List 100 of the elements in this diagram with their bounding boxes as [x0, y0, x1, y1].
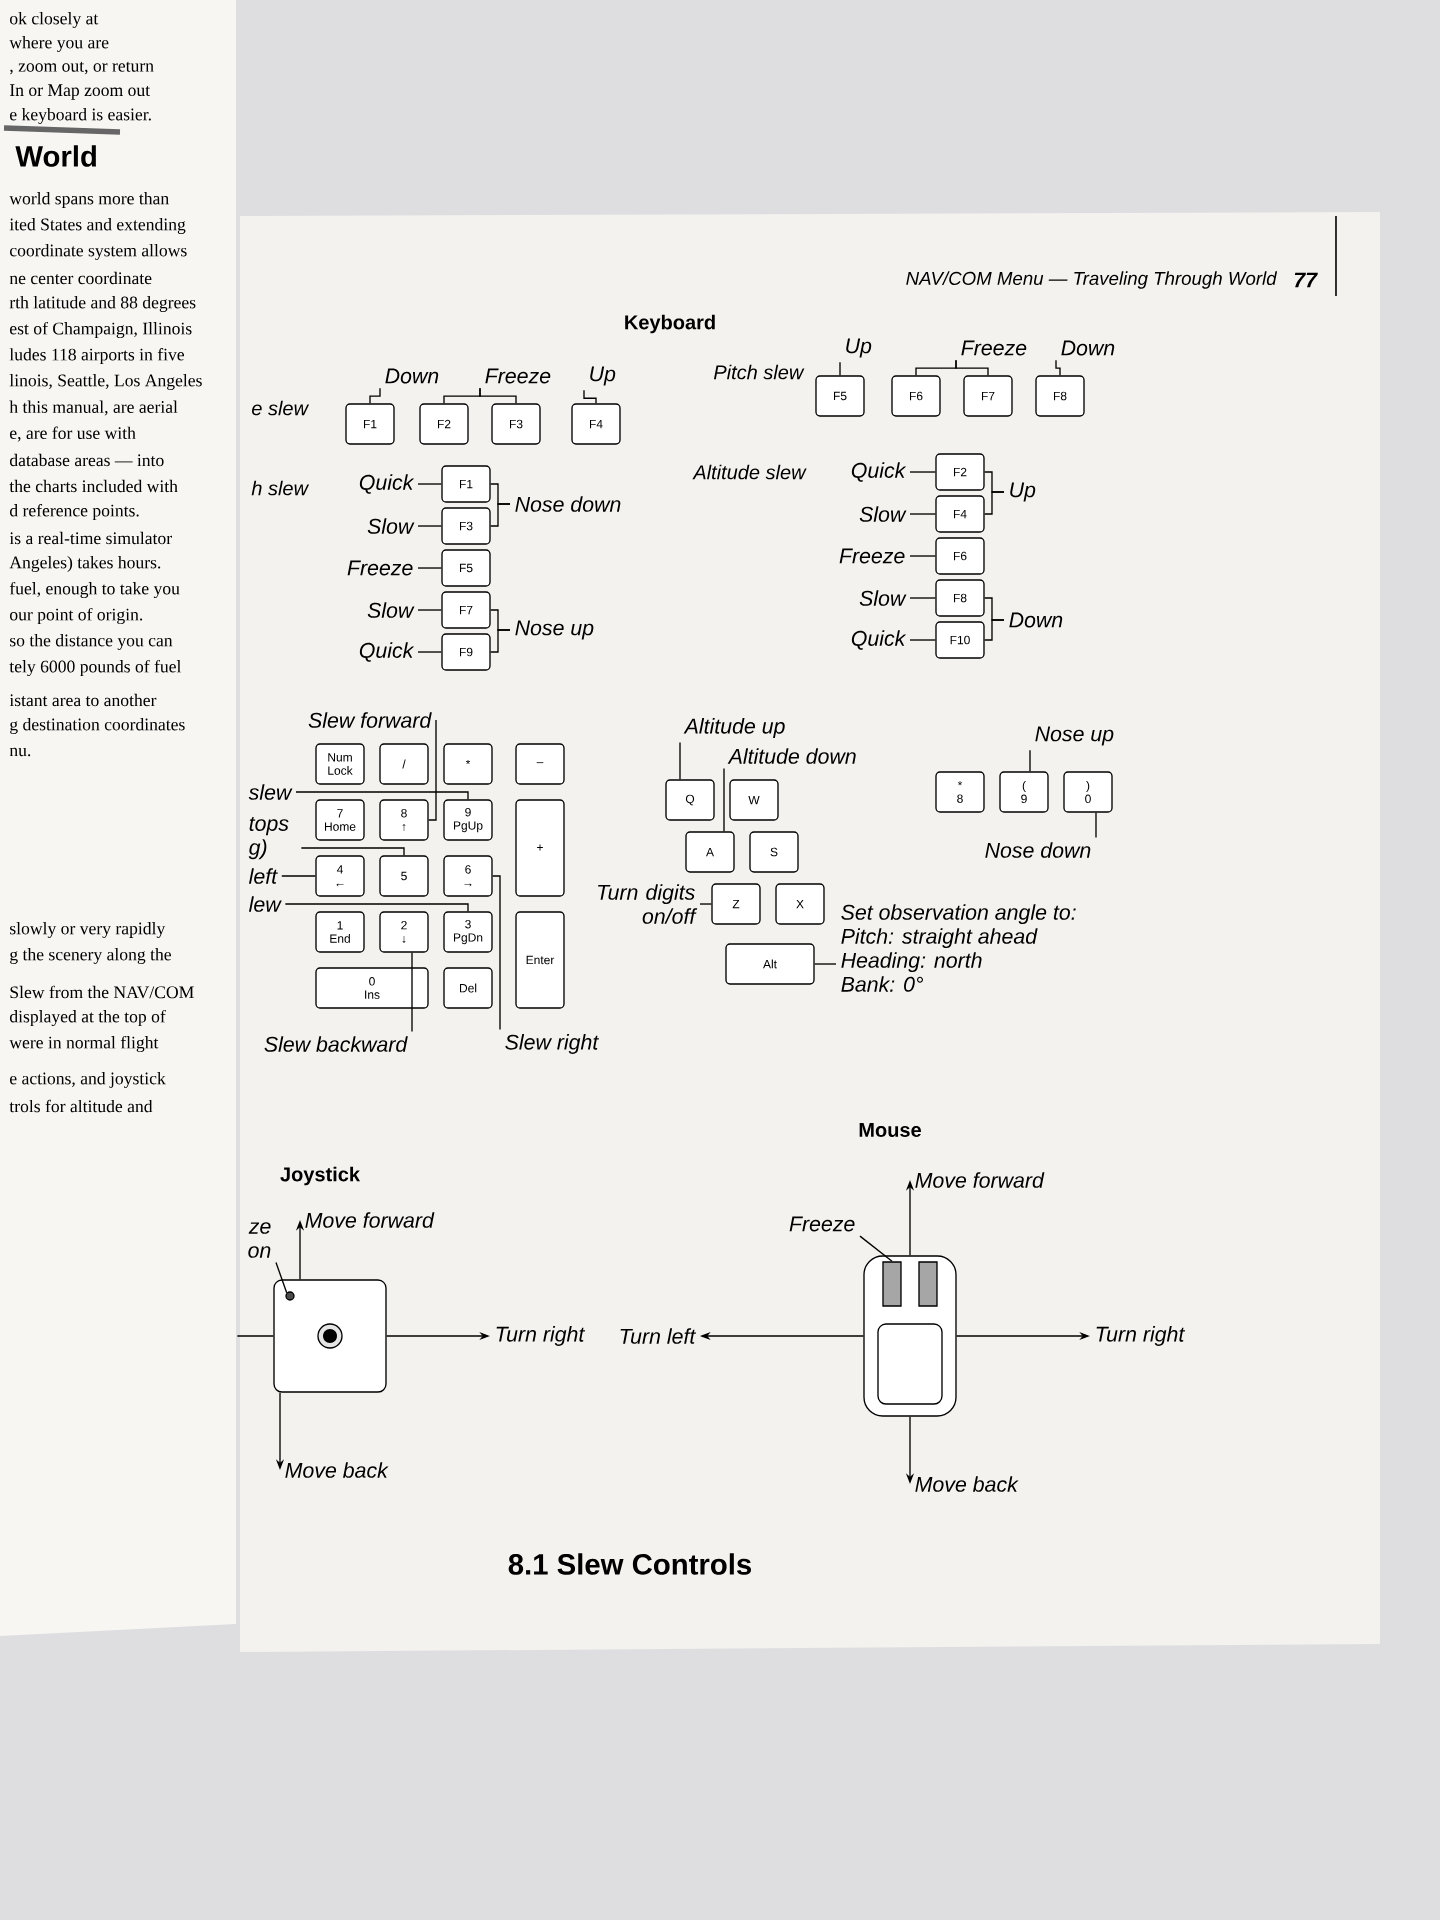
mouse-drawing [863, 1255, 957, 1417]
page-text: ne center coordinate [9, 271, 152, 285]
key-label: Altitude up [683, 718, 785, 738]
key-label: Set observation angle to: Pitch: straight ahead Heading: north Bank: 0° [841, 904, 1076, 992]
leader-line [955, 359, 989, 376]
leader-line [1055, 359, 1061, 376]
key-label: Move forward [305, 1212, 435, 1228]
page-text: e, are for use with [10, 426, 136, 442]
leader-line [236, 1335, 274, 1337]
page-text: e keyboard is easier. [10, 108, 151, 125]
key-label: Turn right [1096, 1326, 1186, 1346]
key-label: Slow [859, 590, 907, 606]
leader-line [490, 629, 511, 653]
leader-line [839, 361, 841, 376]
key-label: Quick [359, 642, 415, 662]
page-text: fuel, enough to take you [9, 581, 180, 599]
joystick-drawing [273, 1279, 387, 1393]
key-label: Turn digits on/off [598, 884, 698, 924]
group-label: e slew [252, 400, 310, 416]
key-label: Freeze [961, 340, 1027, 356]
key-label: Turn left [620, 1328, 697, 1344]
page-text: where you are [9, 36, 109, 53]
page-text: rth latitude and 88 degrees [9, 296, 196, 313]
page-text: g destination coordinates [10, 718, 185, 735]
key-label: Down [1009, 612, 1063, 628]
leader-line [411, 952, 413, 1033]
key-label: Freeze [347, 560, 413, 576]
page-text: nu. [9, 747, 31, 757]
key-label: Freeze [789, 1216, 855, 1232]
key-label: Nose up [515, 620, 594, 640]
key-label: Altitude down [727, 748, 856, 764]
leader-line [428, 719, 437, 821]
leader-line [417, 525, 442, 527]
page-text: est of Champaign, Illinois [10, 321, 192, 339]
page-text: ludes 118 airports in five [9, 347, 184, 365]
key-label: Slew right [505, 1034, 599, 1054]
leader-line [909, 513, 936, 515]
leader-line [369, 387, 381, 404]
key-label: Slew backward [264, 1036, 408, 1052]
page-text: g the scenery along the [10, 948, 171, 965]
leader-line [723, 767, 725, 832]
key-label: slew [248, 784, 293, 800]
page-text: Angeles) takes hours. [9, 556, 161, 573]
leader-line [295, 791, 469, 800]
page-text: d reference points. [9, 503, 139, 521]
leader-line [699, 903, 712, 905]
leader-line [814, 963, 837, 965]
page-text: the charts included with [9, 479, 178, 493]
leader-line [1029, 749, 1031, 772]
key-label: Move forward [915, 1172, 1045, 1188]
page-text: e actions, and joystick [10, 1072, 166, 1089]
leader-line [583, 389, 597, 404]
page-text: ited States and extending [9, 218, 186, 235]
page-text: trols for altitude and [9, 1099, 153, 1113]
page-text: is a real-time simulator [9, 531, 172, 545]
page-text: coordinate system allows [10, 244, 187, 261]
page-text: linois, Seattle, Los Angeles [9, 374, 202, 391]
key-label: lew [249, 896, 282, 912]
leader-line [275, 1261, 288, 1294]
key-label: tops g) [248, 816, 289, 860]
page-text: were in normal flight [9, 1035, 159, 1053]
leader-line [909, 471, 936, 473]
key-label: Slew forward [308, 712, 432, 728]
leader-line [984, 491, 1005, 515]
leader-line [417, 567, 442, 569]
page-text: tely 6000 pounds of fuel [9, 659, 182, 677]
key-label: Quick [359, 474, 415, 494]
page-text: , zoom out, or return [10, 61, 154, 75]
leader-line [417, 651, 442, 653]
group-label: Pitch slew [713, 364, 805, 380]
key-label: Slow [859, 506, 907, 522]
page-text: displayed at the top of [9, 1009, 166, 1027]
mouse-button [882, 1261, 902, 1307]
panel-heading: Mouse [859, 1123, 921, 1137]
running-header: NAV/COM Menu — Traveling Through World [906, 271, 1278, 289]
key-label: Up [846, 338, 872, 358]
key-label: Slow [367, 518, 415, 534]
leader-line [679, 741, 681, 780]
leader-line [909, 597, 936, 599]
leader-line [909, 639, 936, 641]
leader-line [984, 619, 1005, 641]
leader-line [417, 609, 442, 611]
leader-line [300, 847, 405, 856]
leader-line [281, 875, 316, 877]
key-label: Move back [285, 1462, 389, 1478]
section-heading: World [3, 125, 121, 167]
key-label: Nose down [515, 496, 621, 512]
leader-line [1095, 812, 1097, 839]
caption: 8.1 Slew Controls [508, 1553, 751, 1575]
key-label: Up [1010, 482, 1036, 502]
key-label: ze on [248, 1222, 271, 1258]
key-label: Slow [367, 602, 415, 618]
page-text: h this manual, are aerial [9, 400, 178, 416]
page-text: database areas — into [9, 453, 164, 467]
page-text: world spans more than [9, 192, 169, 208]
key-label: Down [1061, 340, 1115, 356]
leader-line [284, 903, 469, 912]
leader-line [909, 555, 936, 557]
key-label: Turn right [496, 1326, 586, 1346]
key-label: Quick [851, 630, 907, 650]
